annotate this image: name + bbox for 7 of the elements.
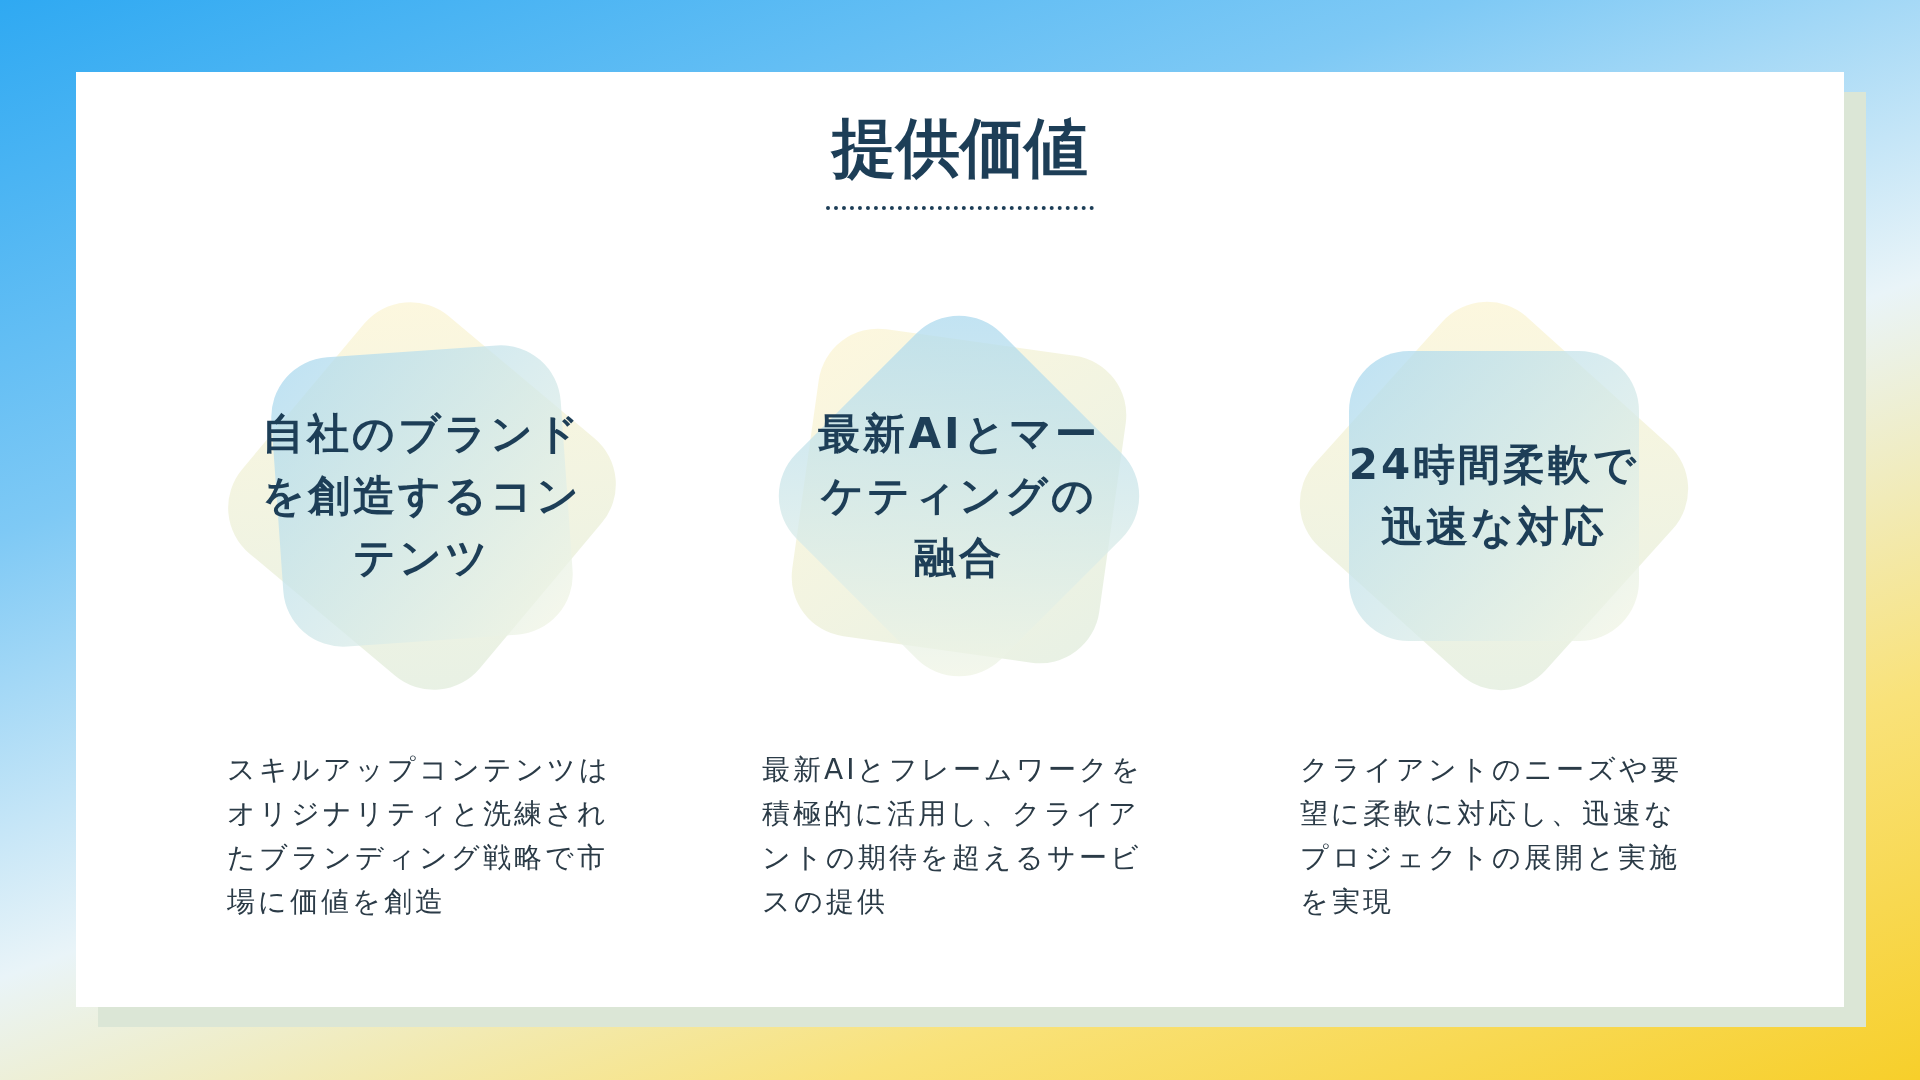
description-text: クライアントのニーズや要望に柔軟に対応し、迅速なプロジェクトの展開と実施を実現 xyxy=(1300,752,1683,920)
value-heading: 最新AIとマーケティングの融合 xyxy=(817,408,1101,584)
description-text: 最新AIとフレームワークを積極的に活用し、クライアントの期待を超えるサービスの提供 xyxy=(762,752,1145,920)
value-heading: 24時間柔軟で迅速な対応 xyxy=(1347,439,1641,553)
page-title: 提供価値 xyxy=(829,110,1089,187)
value-heading: 自社のブランドを創造するコンテンツ xyxy=(262,408,582,584)
description-text: スキルアップコンテンツはオリジナリティと洗練されたブランディング戦略で市場に価値を創造 xyxy=(227,752,612,920)
